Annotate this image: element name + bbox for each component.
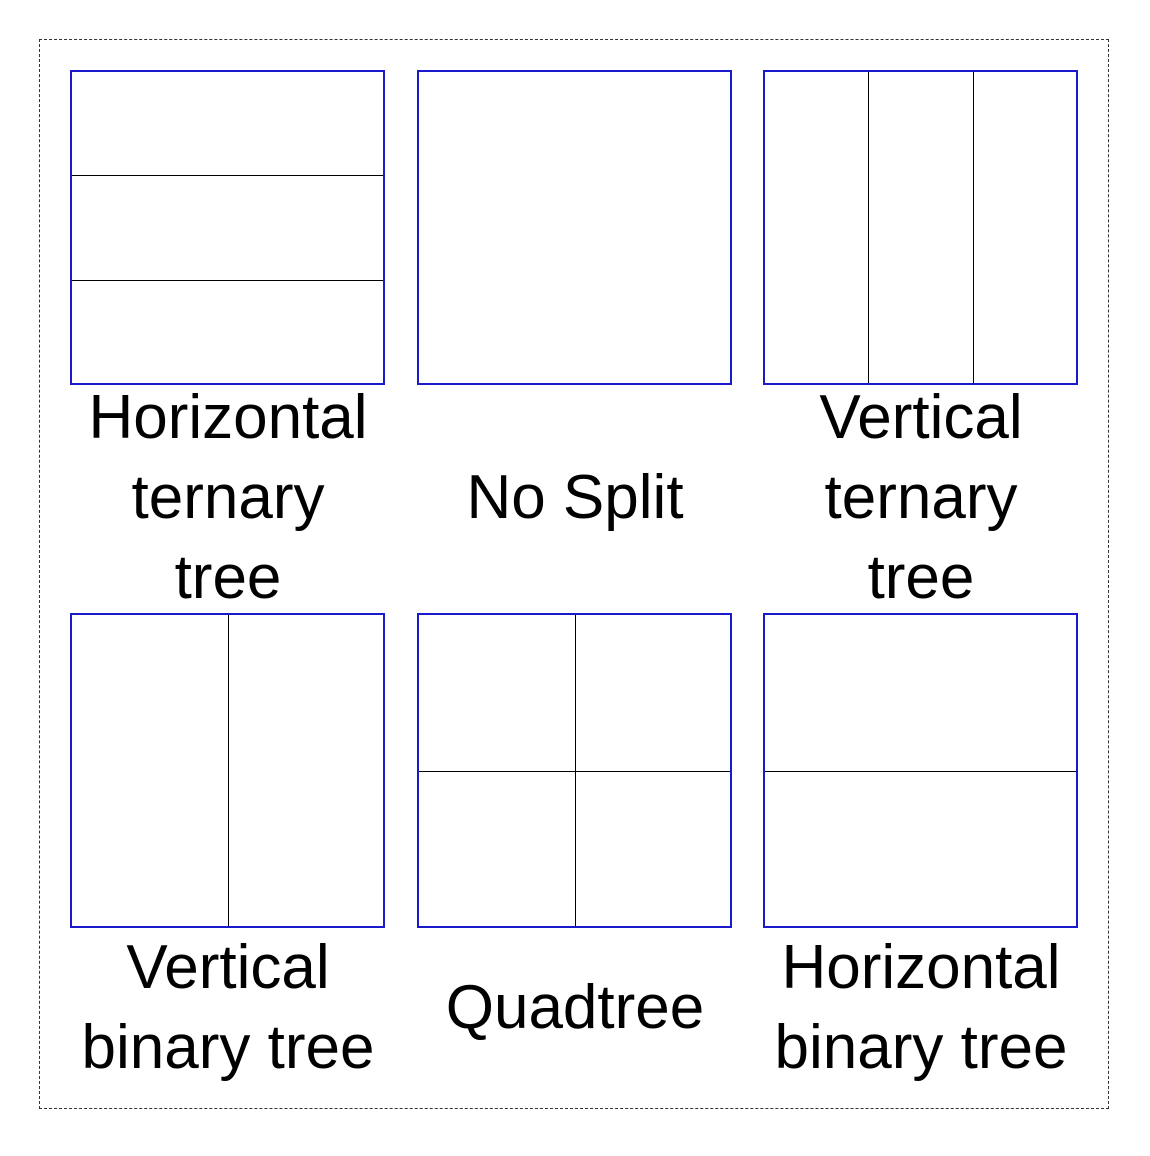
caption-line: binary tree [81, 1013, 375, 1082]
split-line-horizontal [765, 771, 1076, 772]
caption-line: Horizontal [781, 933, 1061, 1002]
no-split-caption: No Split [405, 385, 745, 610]
vertical-binary-caption: Vertical binary tree [58, 918, 398, 1098]
split-line-horizontal [419, 771, 730, 772]
horizontal-ternary-caption: Horizontal ternary tree [58, 383, 398, 612]
split-line-vertical [228, 615, 229, 926]
quadtree-caption: Quadtree [405, 918, 745, 1098]
caption-line: tree [174, 542, 282, 612]
caption-line: Quadtree [445, 973, 705, 1042]
horizontal-ternary-panel [70, 70, 385, 385]
caption-line: Vertical [126, 933, 330, 1002]
caption-line: No Split [466, 462, 684, 532]
no-split-panel [417, 70, 732, 385]
vertical-ternary-caption: Vertical ternary tree [751, 383, 1091, 612]
diagram-frame [39, 39, 1109, 1109]
caption-line: binary tree [774, 1013, 1068, 1082]
caption-line: tree [867, 542, 975, 612]
split-line-vertical-1 [868, 72, 869, 383]
horizontal-binary-panel [763, 613, 1078, 928]
horizontal-binary-caption: Horizontal binary tree [751, 918, 1091, 1098]
split-line-horizontal-2 [72, 280, 383, 281]
caption-line: ternary [131, 462, 325, 532]
split-line-vertical [575, 615, 576, 926]
caption-line: Vertical [819, 382, 1023, 452]
vertical-ternary-panel [763, 70, 1078, 385]
quadtree-panel [417, 613, 732, 928]
caption-line: ternary [824, 462, 1018, 532]
caption-line: Horizontal [88, 382, 368, 452]
split-line-vertical-2 [973, 72, 974, 383]
split-line-horizontal-1 [72, 175, 383, 176]
vertical-binary-panel [70, 613, 385, 928]
